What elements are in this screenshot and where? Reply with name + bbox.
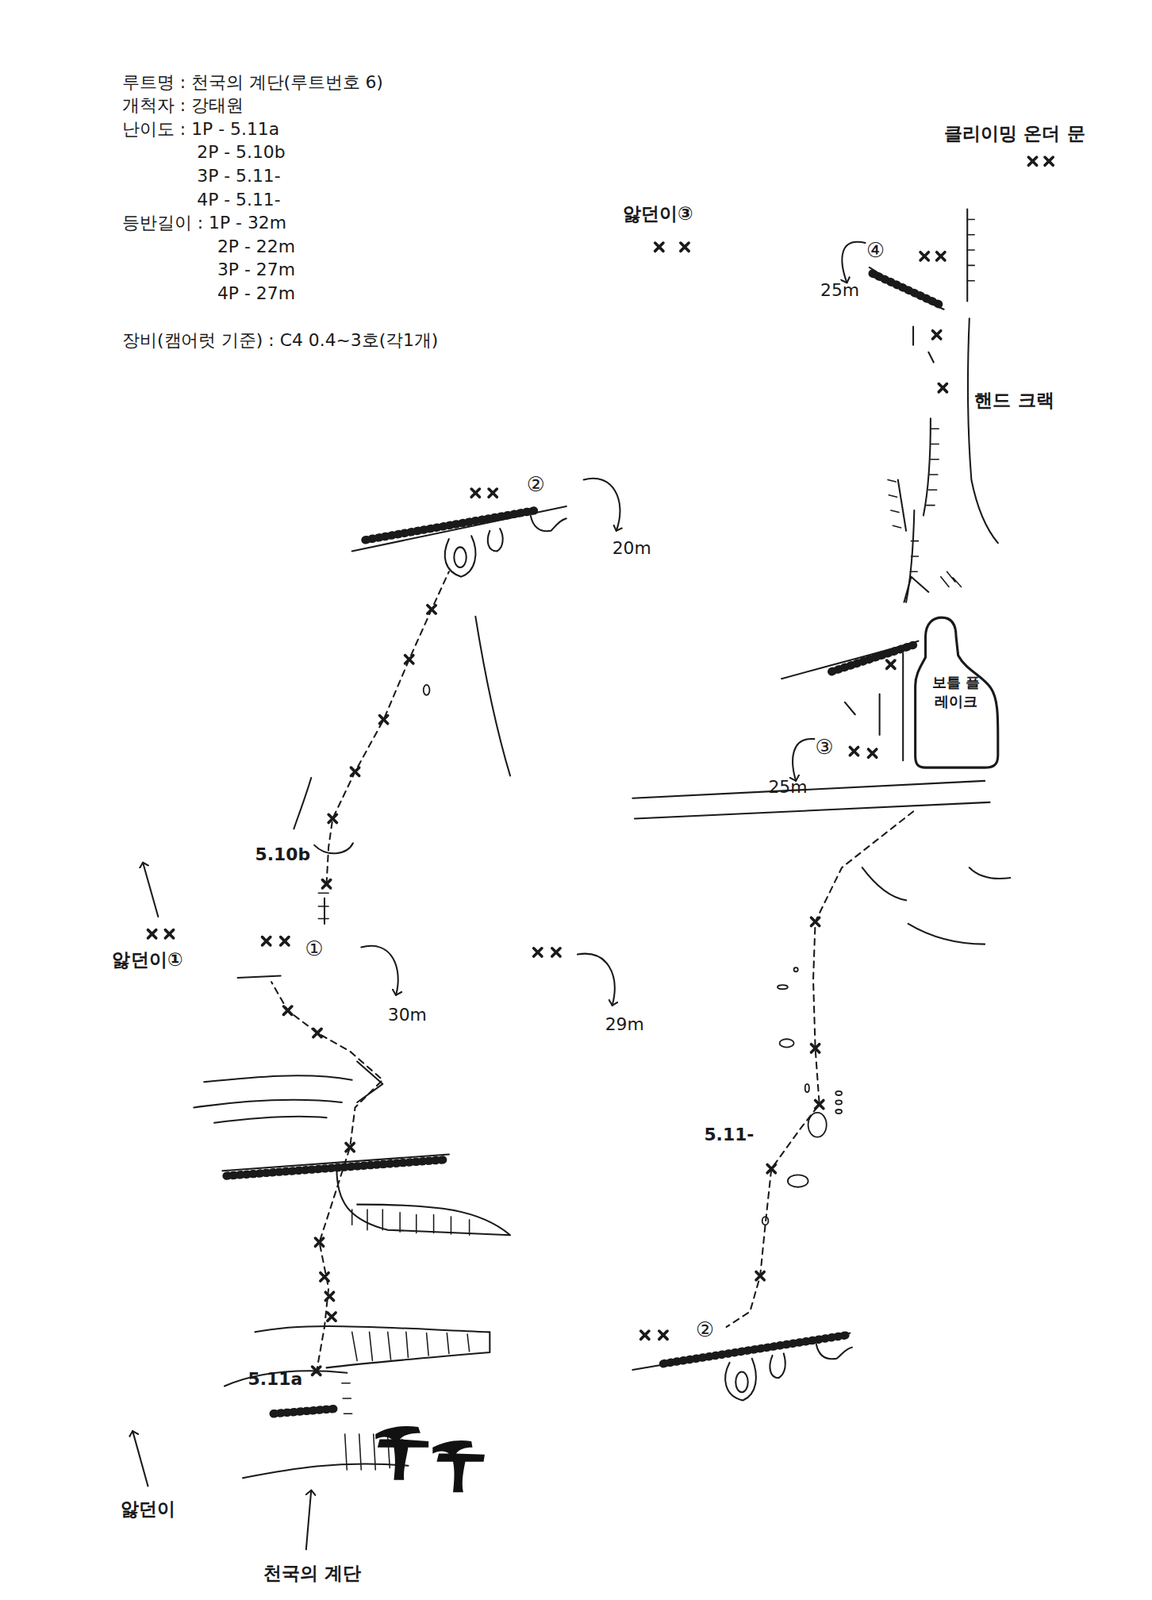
overhang-bulge: [445, 514, 853, 1400]
pocket-hole: [423, 684, 842, 1225]
route-name: 앓던이①: [111, 948, 183, 971]
route-info: 4P - 5.11-: [196, 188, 281, 210]
callout-number: ③: [815, 734, 834, 760]
route-info: 루트명 : 천국의 계단(루트번호 6): [122, 71, 384, 93]
route-info: 난이도 : 1P - 5.11a: [122, 118, 280, 139]
rappel-length: 30m: [387, 1004, 427, 1026]
ledge-line: [222, 267, 990, 1478]
callout-number: ②: [526, 471, 546, 496]
route-info: 3P - 5.11-: [196, 165, 281, 186]
feature-name: 핸드 크랙: [974, 388, 1055, 411]
grade-label: 5.10b: [255, 844, 312, 865]
route-name: 클리이밍 온더 문: [944, 122, 1086, 145]
crack-hatch: [318, 219, 975, 1414]
route-name: 천국의 계단: [263, 1561, 362, 1584]
rappel-length: 20m: [612, 537, 652, 559]
rappel-length: 29m: [605, 1013, 645, 1034]
callout-number: ①: [305, 935, 324, 960]
route-info: 2P - 22m: [217, 235, 296, 257]
rappel-length: 25m: [768, 776, 807, 798]
ledge-hatch: [226, 273, 940, 1414]
grade-label: 5.11a: [248, 1368, 304, 1390]
route-line: [271, 571, 914, 1373]
gear-info: 장비(캠어럿 기준) : C4 0.4~3호(각1개): [122, 329, 438, 350]
route-info: 등반길이 : 1P - 32m: [122, 212, 287, 234]
route-name: 앓던이③: [622, 202, 694, 225]
route-info: 4P - 27m: [217, 282, 296, 304]
route-info: 3P - 27m: [217, 259, 296, 281]
bottle-outline: [910, 614, 1001, 769]
bottle-flake-shape: 보틀 플레이크: [910, 614, 1001, 769]
node-text: 보틀 플레이크: [910, 672, 1001, 712]
route-info: 개척자 : 강태원: [122, 95, 243, 116]
rappel-length: 25m: [820, 279, 860, 300]
tree-symbol: [375, 1425, 485, 1492]
bottle-outline-path: [915, 617, 999, 768]
rappel-arrow: [360, 241, 865, 1006]
callout-number: ④: [866, 238, 885, 263]
grade-label: 5.11-: [703, 1123, 754, 1145]
callout-number: ②: [695, 1316, 715, 1341]
route-name: 앓던이: [120, 1497, 176, 1520]
route-info: 2P - 5.10b: [196, 142, 285, 163]
